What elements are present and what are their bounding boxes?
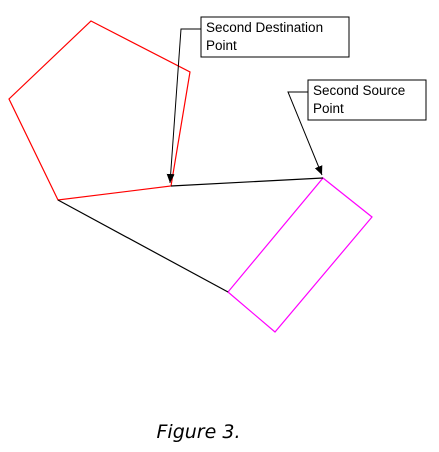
- destination-pentagon: [8, 20, 191, 201]
- destination-leader-line: [166, 28, 201, 184]
- figure-caption: Figure 3.: [156, 421, 241, 443]
- source-callout-label-line2: Point: [313, 101, 344, 116]
- source-callout-box: [307, 79, 427, 121]
- source-leader-line: [287, 91, 323, 176]
- destination-callout-box: [200, 16, 350, 58]
- source-point-callout: Second Source Point: [287, 79, 427, 176]
- destination-point-callout: Second Destination Point: [166, 16, 350, 184]
- destination-callout-label-line2: Point: [206, 38, 237, 53]
- connector-line-top: [170, 177, 324, 187]
- connector-line-bottom: [57, 199, 229, 293]
- source-rectangle: [227, 177, 373, 333]
- source-callout-label-line1: Second Source: [313, 83, 405, 98]
- destination-callout-label-line1: Second Destination: [206, 20, 323, 35]
